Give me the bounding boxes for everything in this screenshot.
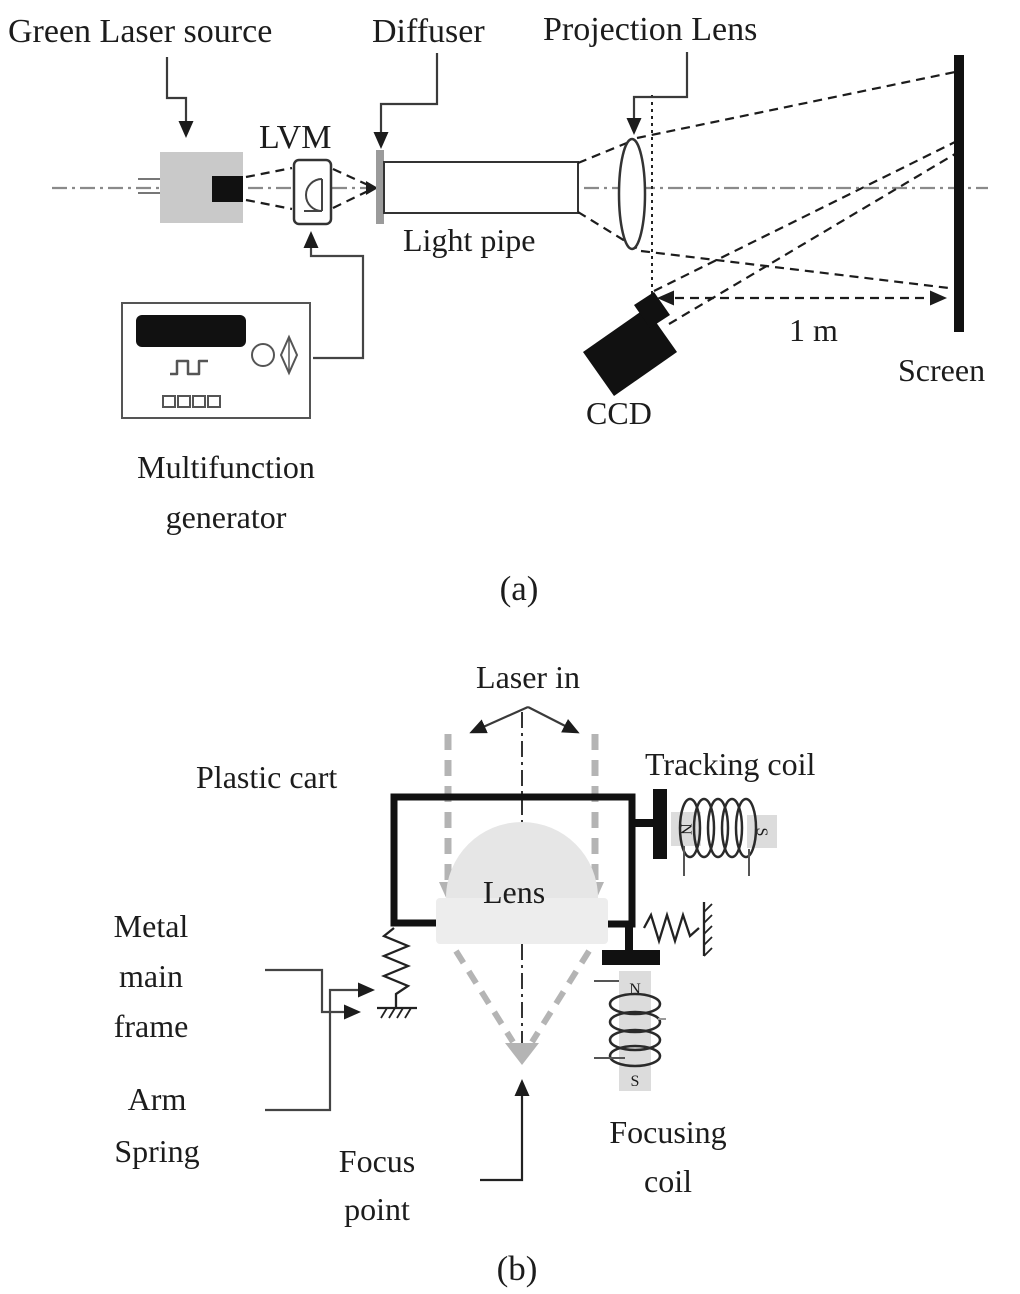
screen-ray-top <box>636 70 956 140</box>
projection-lens-label: Projection Lens <box>543 11 757 48</box>
diffuser-label: Diffuser <box>372 13 485 50</box>
ccd-view-ray-upper <box>653 141 956 292</box>
distance-label: 1 m <box>789 312 838 348</box>
lvm-label: LVM <box>259 119 331 156</box>
tracking-coil-loops-icon <box>678 797 758 859</box>
laser-diode <box>212 176 243 202</box>
focusing-coil-label-line2: coil <box>644 1163 692 1199</box>
figure-a-caption: (a) <box>500 569 539 608</box>
tracking-magnet-south-block <box>747 815 777 848</box>
lens-holder <box>436 898 608 944</box>
focus-cone-right <box>529 949 592 1044</box>
frame-right-base <box>602 950 660 965</box>
right-spring-icon <box>642 911 700 945</box>
projection-lens-pointer <box>626 52 689 135</box>
projection-lens-shape <box>617 137 647 251</box>
focusing-coil-assembly: N S <box>594 971 666 1091</box>
pipe-lens-ray-top <box>577 138 635 165</box>
focusing-coil-loops-icon <box>608 992 662 1068</box>
lens-label: Lens <box>483 874 545 910</box>
ray-arrowhead-icon <box>366 181 378 195</box>
generator-buttons <box>162 395 221 408</box>
screen-ray-bottom <box>640 249 950 290</box>
plastic-cart-label: Plastic cart <box>196 759 337 795</box>
diffuser-plate <box>376 150 384 224</box>
metal-main-frame-label-line2: main <box>119 958 183 994</box>
generator-button <box>177 395 191 408</box>
arm-spring-label-line1: Arm <box>128 1081 187 1117</box>
laser-in-arrow-right <box>527 706 580 734</box>
screen-bar <box>954 55 964 332</box>
metal-main-frame-pointer <box>265 968 361 1020</box>
generator-button <box>207 395 221 408</box>
lvm-ray-lower <box>332 190 369 209</box>
generator-button <box>192 395 206 408</box>
ccd-view-ray-lower <box>668 153 956 325</box>
generator-display <box>136 315 246 347</box>
arm-spring-label-line2: Spring <box>114 1133 199 1169</box>
lvm-ray-upper <box>332 167 369 187</box>
focus-cone-left <box>453 949 516 1044</box>
light-pipe-label: Light pipe <box>403 222 535 258</box>
ccd-camera-body-icon <box>583 308 677 396</box>
tracking-mount-post <box>653 789 667 859</box>
focus-point-arrowhead <box>505 1043 539 1065</box>
figure-b-caption: (b) <box>497 1249 538 1288</box>
multifunction-generator-label-line2: generator <box>166 499 287 535</box>
lvm-body <box>292 158 333 226</box>
tracking-magnet-south-label: S <box>753 828 770 837</box>
generator-button <box>162 395 176 408</box>
metal-main-frame-label-line1: Metal <box>114 908 189 944</box>
metal-main-frame-label-line3: frame <box>114 1008 189 1044</box>
ccd-camera-lens-icon <box>634 292 670 328</box>
ccd-label: CCD <box>586 395 652 431</box>
laser-in-label: Laser in <box>476 659 580 695</box>
diffuser-pointer <box>373 53 439 149</box>
right-wall-hatching <box>703 903 713 957</box>
focusing-coil-label-line1: Focusing <box>609 1114 726 1150</box>
multifunction-generator-label-line1: Multifunction <box>137 449 315 485</box>
green-laser-source-label: Green Laser source <box>8 13 272 50</box>
green-laser-pointer <box>165 57 194 138</box>
arm-spring-pointer <box>265 982 375 1112</box>
figure-a: 1 m Screen CCD Green Laser source Diffus… <box>8 11 988 608</box>
laser-ray-lower <box>245 198 293 211</box>
figure-b: Lens N S <box>114 659 816 1288</box>
tracking-coil-assembly: N S <box>671 797 777 876</box>
focus-point-label-line1: Focus <box>339 1143 415 1179</box>
laser-ray-upper <box>245 166 293 179</box>
square-wave-icon <box>170 359 208 376</box>
pipe-lens-ray-bottom <box>577 211 639 250</box>
generator-lvm-wire <box>303 231 365 360</box>
laser-in-arrow-left <box>469 705 529 734</box>
arm-spring-icon <box>381 927 411 1007</box>
screen-label: Screen <box>898 352 985 388</box>
focus-point-pointer <box>480 1079 530 1182</box>
focusing-magnet-north-label: N <box>629 981 641 998</box>
knob-icon <box>251 343 275 367</box>
lvm-mirror-dome-icon <box>305 178 323 212</box>
ground-hatching <box>380 1007 412 1019</box>
lens-dome <box>446 822 598 898</box>
focus-point-label-line2: point <box>344 1191 410 1227</box>
focusing-magnet-south-label: S <box>631 1073 640 1090</box>
light-pipe-body <box>383 161 579 214</box>
tracking-coil-label: Tracking coil <box>645 746 815 782</box>
